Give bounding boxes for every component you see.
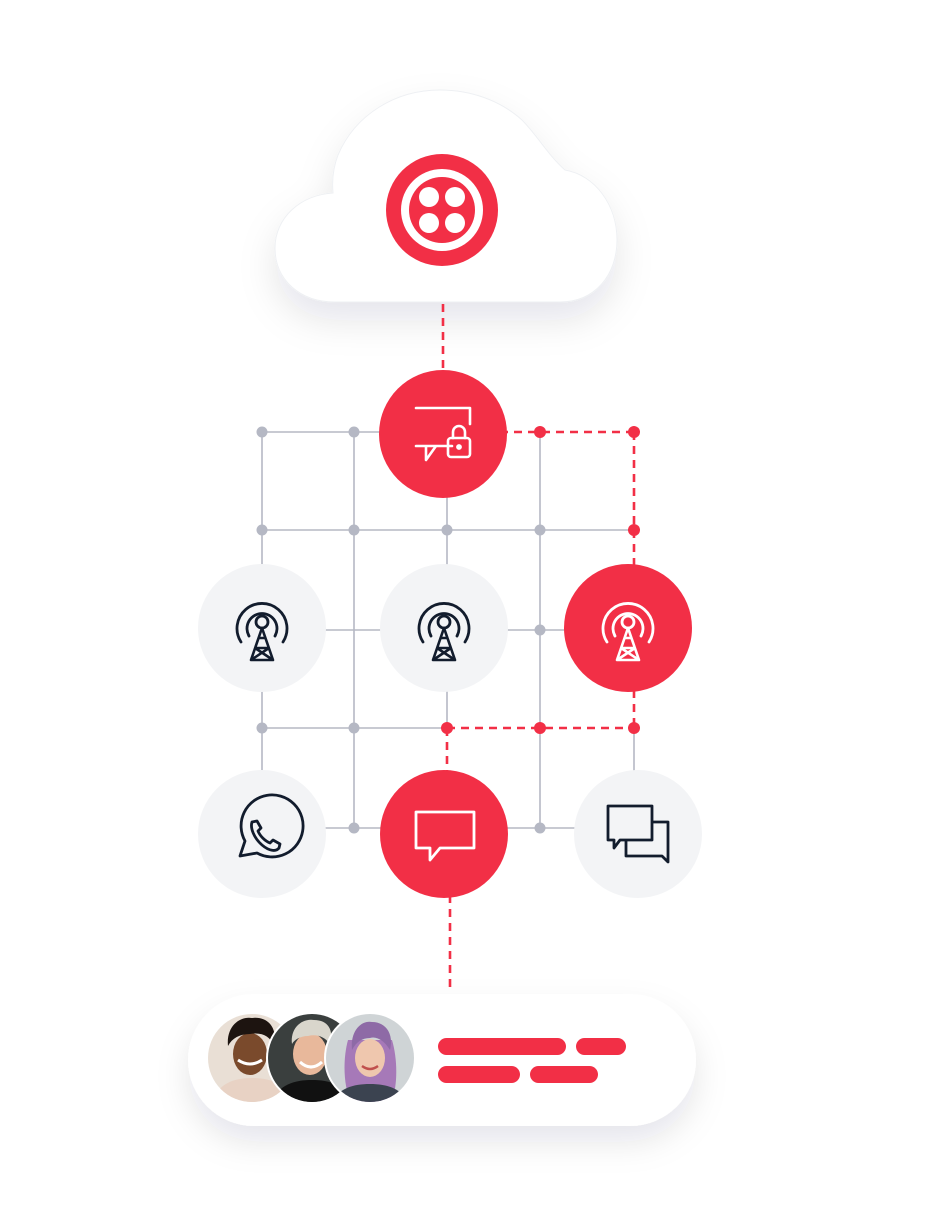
- carrier-1-node: [198, 564, 326, 692]
- avatar-person-3: [324, 1012, 416, 1104]
- two-chat-bubbles-icon: [606, 804, 670, 864]
- sms-node: [380, 770, 508, 898]
- whatsapp-node: [198, 770, 326, 898]
- message-text-placeholder: [438, 1038, 626, 1083]
- chat-bubble-lock-icon: [414, 406, 472, 462]
- brand-logo-four-dots-icon: [386, 154, 498, 266]
- whatsapp-icon: [238, 793, 305, 859]
- chat-bubble-icon: [414, 810, 476, 862]
- audience-card: [188, 994, 696, 1126]
- message-route-path: [441, 304, 636, 992]
- route-junctions: [441, 426, 640, 734]
- carrier-2-node: [380, 564, 508, 692]
- secure-messaging-node: [379, 370, 507, 498]
- carrier-3-node: [564, 564, 692, 692]
- conversations-node: [574, 770, 702, 898]
- grid-junctions: [256, 426, 546, 834]
